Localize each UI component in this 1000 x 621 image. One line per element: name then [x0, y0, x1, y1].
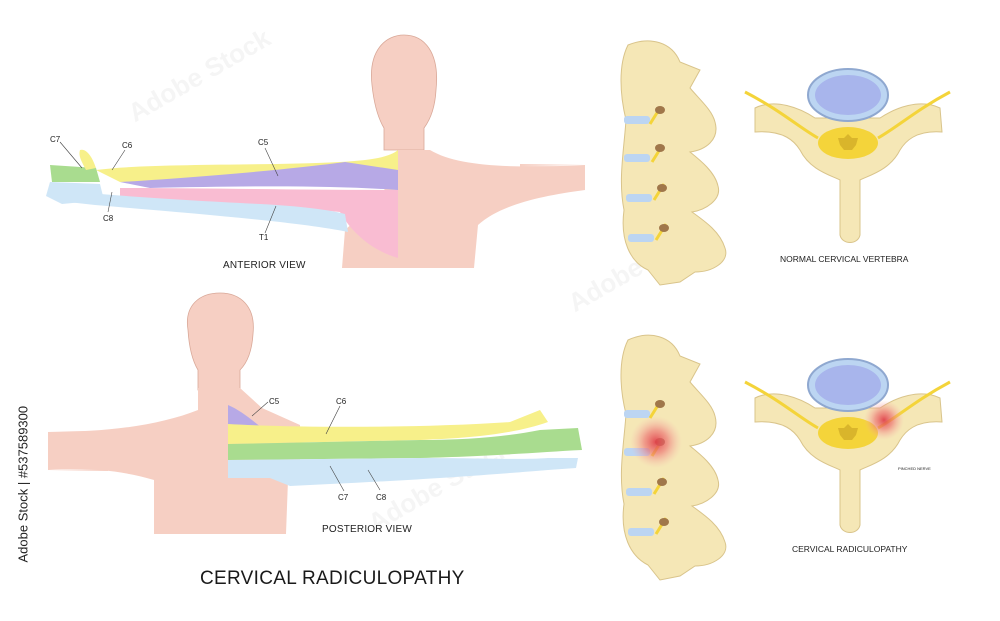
posterior-view-caption: POSTERIOR VIEW [322, 524, 412, 535]
posterior-figure: C5 C6 C7 C8 POSTERIOR VIEW [48, 292, 582, 535]
posterior-dermatome-c5 [228, 405, 262, 430]
anterior-fingers-c8 [46, 182, 104, 204]
posterior-dermatome-c8 [228, 458, 578, 486]
vertebra-affected: PINCHED NERVE CERVICAL RADICULOPATHY [744, 358, 951, 554]
normal-vertebra-caption: NORMAL CERVICAL VERTEBRA [780, 254, 909, 264]
posterior-dermatome-c6 [228, 410, 548, 444]
anterior-label-c5: C5 [258, 138, 269, 147]
main-title: CERVICAL RADICULOPATHY [200, 568, 465, 589]
anterior-dermatome-c5 [120, 162, 398, 190]
posterior-dermatome-c7 [228, 428, 582, 460]
posterior-label-c5: C5 [269, 397, 280, 406]
stock-id-vertical: Adobe Stock | #537589300 [15, 405, 31, 563]
vertebra-inflammation [864, 400, 904, 440]
posterior-head [186, 292, 254, 391]
posterior-label-c6: C6 [336, 397, 347, 406]
anterior-view-caption: ANTERIOR VIEW [223, 260, 306, 271]
spine-normal [620, 40, 727, 286]
anterior-figure: C7 C6 C5 C8 T1 ANTERIOR VIEW [46, 34, 585, 271]
spine-inflammation [630, 416, 682, 468]
pinched-nerve-label: PINCHED NERVE [898, 466, 931, 471]
posterior-label-c8: C8 [376, 493, 387, 502]
vertebra-normal: NORMAL CERVICAL VERTEBRA [744, 68, 951, 264]
anterior-label-c6: C6 [122, 141, 133, 150]
posterior-label-c7: C7 [338, 493, 349, 502]
spine-affected [620, 334, 727, 581]
anterior-thumb-c6 [79, 149, 96, 170]
anterior-label-c7: C7 [50, 135, 61, 144]
anterior-head [371, 34, 438, 151]
anterior-label-c8: C8 [103, 214, 114, 223]
anterior-dermatome-t1 [120, 188, 398, 258]
anterior-dermatome-c8 [62, 190, 348, 232]
anterior-label-t1: T1 [259, 233, 269, 242]
radiculopathy-vertebra-caption: CERVICAL RADICULOPATHY [792, 544, 908, 554]
spine-normal-discs [624, 116, 654, 242]
